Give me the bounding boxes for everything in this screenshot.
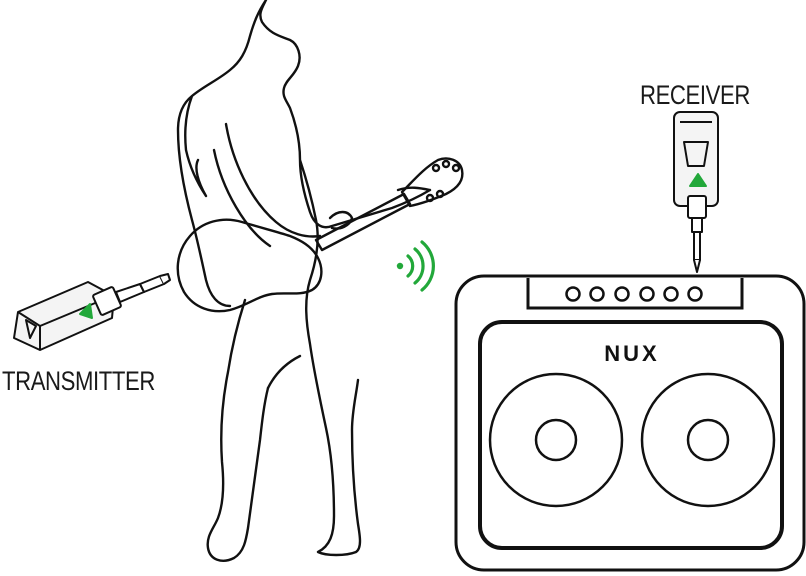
left-speaker <box>488 372 624 508</box>
amp-knobs <box>565 286 703 302</box>
triangle-led-icon <box>689 173 707 187</box>
triangle-led-icon <box>79 303 93 319</box>
guitarist-silhouette <box>176 0 464 562</box>
wireless-signal-icon <box>396 240 435 292</box>
amp-brand-logo: NUX <box>604 341 659 366</box>
transmitter-label: TRANSMITTER <box>2 366 155 396</box>
amplifier <box>454 274 806 572</box>
receiver-device <box>673 111 719 273</box>
amp-control-panel <box>526 278 744 310</box>
receiver-label: RECEIVER <box>640 80 750 110</box>
transmitter-device <box>13 273 171 351</box>
right-speaker <box>640 372 776 508</box>
amp-grille <box>478 320 784 550</box>
